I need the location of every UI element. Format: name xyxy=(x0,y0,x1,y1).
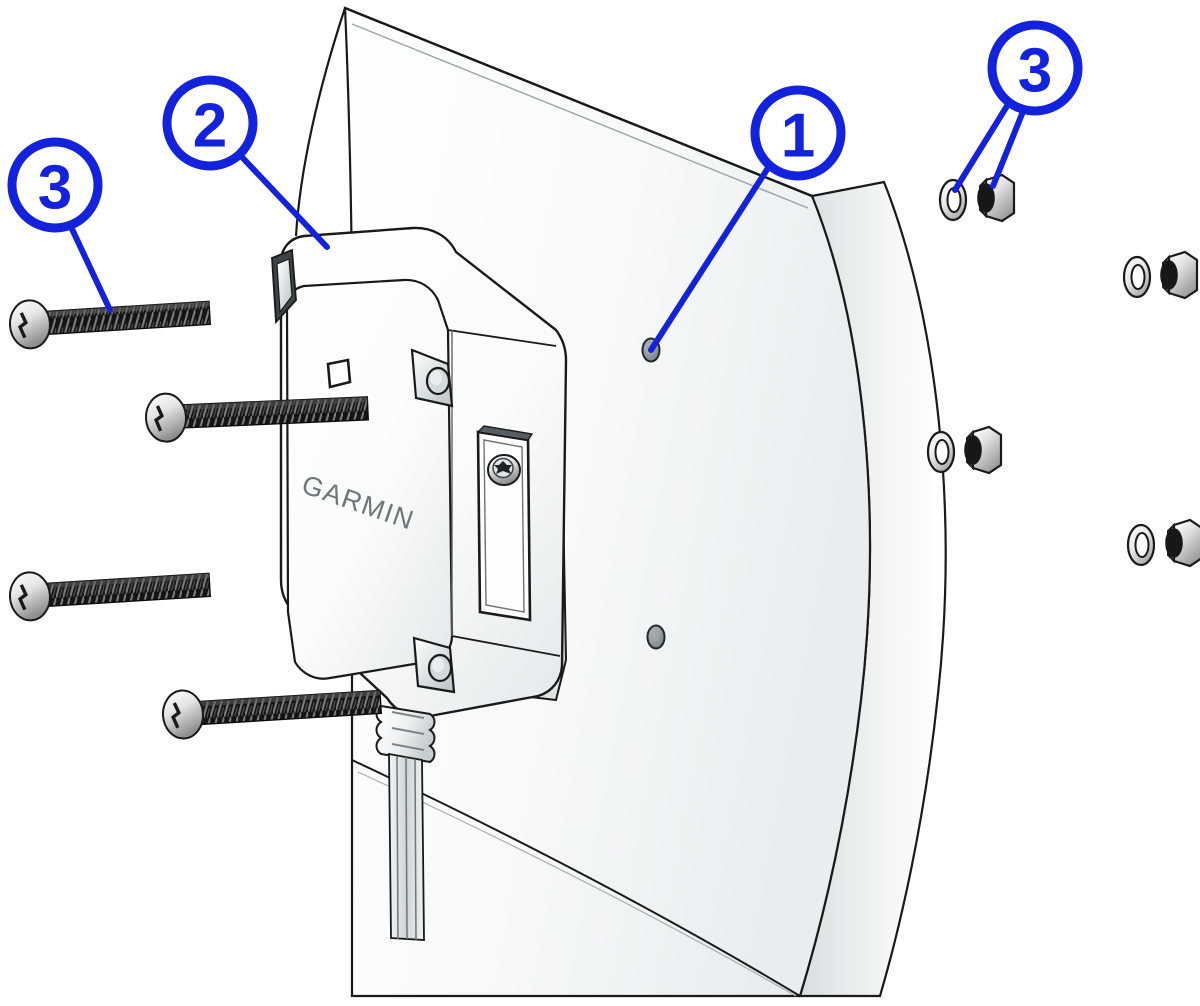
phillips-drive xyxy=(18,312,28,339)
hex-nut-2 xyxy=(1160,250,1199,300)
device-lower-seam xyxy=(451,635,561,657)
callout-badge-3-right[interactable]: 3 xyxy=(987,20,1083,116)
flat-ribbon-cable xyxy=(388,752,425,941)
callout-badge-3-left[interactable]: 3 xyxy=(7,137,103,233)
callout-badge-1[interactable]: 1 xyxy=(750,85,846,181)
mounting-surface xyxy=(294,6,947,998)
device-front-highlight xyxy=(297,291,399,313)
screw-head xyxy=(8,571,51,622)
garmin-device-module: GARMIN xyxy=(271,226,568,941)
connector-access-panel xyxy=(476,425,534,622)
access-panel-top-lip xyxy=(476,425,534,441)
phillips-drive xyxy=(171,702,181,729)
top-left-mount-tab xyxy=(271,248,297,325)
hex-nut-1 xyxy=(977,173,1016,223)
machine-screw-2 xyxy=(144,392,370,443)
callout-2-label: 2 xyxy=(193,92,227,161)
callout-badges: 1 2 3 3 xyxy=(7,20,1083,233)
machine-screw-3 xyxy=(8,571,212,622)
flat-washer-2 xyxy=(1122,255,1152,299)
screw-head xyxy=(144,392,188,443)
flat-washer-4 xyxy=(1126,523,1156,567)
callout-badge-2[interactable]: 2 xyxy=(162,75,258,171)
machine-screws xyxy=(8,299,383,740)
callout-3-left-label: 3 xyxy=(38,154,72,223)
torx-screw xyxy=(487,454,521,486)
hex-nut-4 xyxy=(1165,518,1200,568)
screw-head xyxy=(8,299,51,350)
callout-leader-lines xyxy=(69,103,1025,353)
mounting-hole-lower xyxy=(646,624,666,650)
flat-washer-3 xyxy=(926,430,956,474)
callout-1-label: 1 xyxy=(781,102,815,171)
leader-line-callout-3-right-washer xyxy=(952,103,1010,193)
torx-drive xyxy=(494,461,512,474)
leader-line-callout-2 xyxy=(237,152,330,250)
leader-line-callout-1 xyxy=(648,165,771,353)
cable-strain-relief xyxy=(375,704,436,764)
leader-line-callout-3-left xyxy=(69,226,113,313)
lower-mount-tab xyxy=(412,636,456,694)
screw-head xyxy=(161,689,205,740)
surface-left-curve xyxy=(294,7,347,237)
flat-washer-1 xyxy=(938,178,968,222)
callout-3-right-label: 3 xyxy=(1018,37,1052,106)
square-vent xyxy=(326,358,352,389)
leader-line-callout-3-right-nut xyxy=(990,111,1025,189)
hex-nut-3 xyxy=(964,425,1003,475)
access-panel-inner xyxy=(483,439,525,613)
phillips-drive xyxy=(154,405,165,432)
machine-screw-4 xyxy=(161,689,383,740)
washers-and-nuts xyxy=(926,173,1200,568)
upper-mount-tab xyxy=(410,348,454,408)
surface-top-highlight xyxy=(351,23,809,209)
phillips-drive xyxy=(18,584,28,611)
machine-screw-1 xyxy=(8,299,212,350)
surface-top-fold xyxy=(344,6,813,198)
device-upper-seam xyxy=(447,329,557,347)
